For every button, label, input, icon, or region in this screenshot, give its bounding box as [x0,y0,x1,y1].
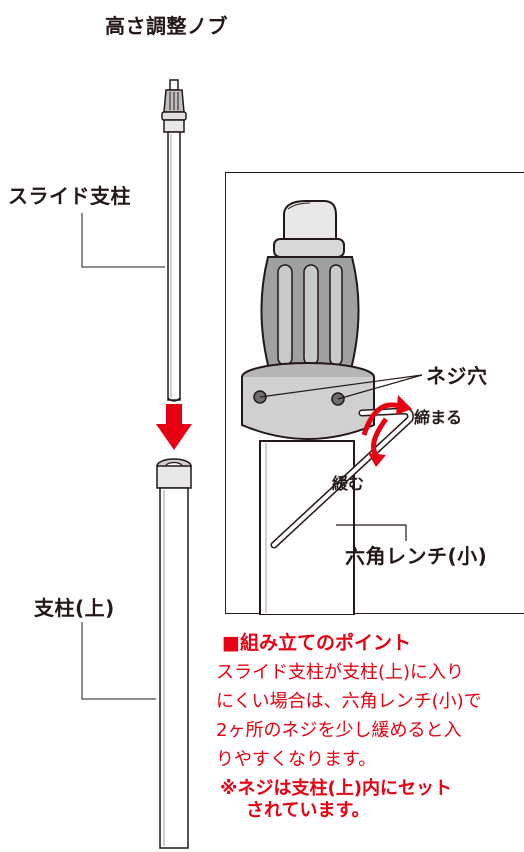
knob-detail-illustration [241,200,423,616]
hex-wrench-label: 六角レンチ(小) [345,544,488,568]
pole-section [259,440,355,616]
tip-note: ※ネジは支柱(上)内にセット されています。 [220,778,524,822]
tip-body: スライド支柱が支柱(上)に入り にくい場合は、六角レンチ(小)で 2ヶ所のネジを… [216,658,524,774]
pole-collar [241,362,375,440]
slide-pole-label: スライド支柱 [8,184,131,208]
tip-line: りやすくなります。 [216,749,377,770]
screw-hole-label: ネジ穴 [426,364,488,388]
knob-label: 高さ調整ノブ [105,14,228,38]
upper-pole-leader [81,622,156,700]
slide-pole [167,131,181,402]
tip-line: にくい場合は、六角レンチ(小)で [216,691,482,712]
tip-note-line: されています。 [246,800,370,821]
knob-cap [273,200,345,258]
height-adjust-knob [161,79,187,133]
upper-pole-label: 支柱(上) [34,596,115,620]
slide-pole-leader [81,213,165,268]
detail-inset [225,172,524,616]
upper-pole [156,458,192,849]
loosen-label: 緩む [332,474,365,493]
rotation-arrows-icon [361,395,412,467]
insert-arrow [156,404,192,450]
tip-line: スライド支柱が支柱(上)に入り [216,662,465,683]
tip-title: ■組み立てのポイント [222,632,411,654]
tighten-label: 締まる [414,408,463,427]
knob-grip [260,256,360,374]
tip-note-line: ※ネジは支柱(上)内にセット [220,778,452,799]
tip-line: 2ヶ所のネジを少し緩めると入 [216,720,462,741]
